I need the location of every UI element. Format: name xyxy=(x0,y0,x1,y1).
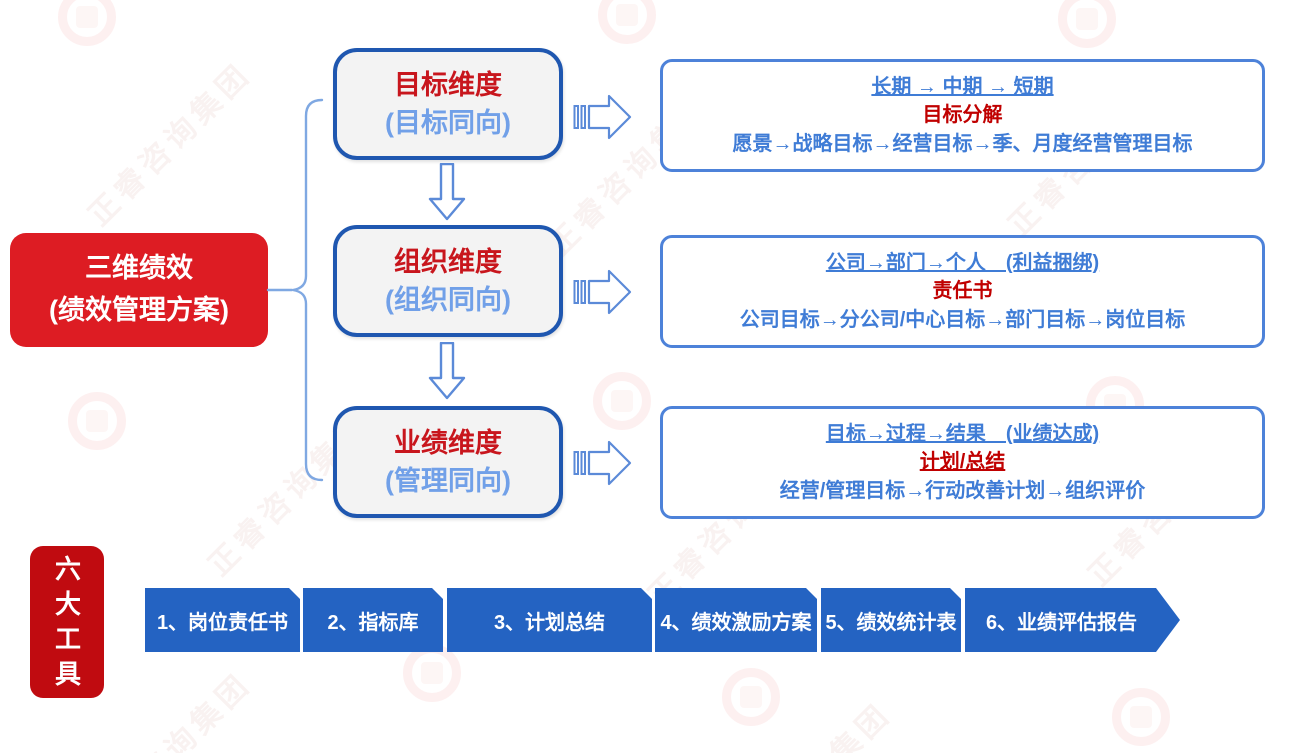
right-arrow-icon xyxy=(573,94,632,140)
tool-item-indicator-library: 2、指标库 xyxy=(303,588,443,652)
down-arrow-icon xyxy=(428,163,466,221)
right-arrow-icon xyxy=(573,440,632,486)
root-box-title: 三维绩效 xyxy=(85,253,193,284)
detail-chain: 公司→部门→个人 (利益捆绑) xyxy=(825,251,1100,274)
watermark-text: 正睿咨询集团 xyxy=(716,690,900,753)
brace-connector xyxy=(266,98,324,482)
detail-keyword: 责任书 xyxy=(932,280,993,303)
tool-item-responsibility-book: 1、岗位责任书 xyxy=(145,588,300,652)
tool-item-incentive-plan: 4、绩效激励方案 xyxy=(655,588,817,652)
six-tools-label: 六大工具 xyxy=(30,546,104,698)
right-arrow-icon xyxy=(573,269,632,315)
root-box-three-dimension-performance: 三维绩效 (绩效管理方案) xyxy=(10,233,268,347)
down-arrow-icon xyxy=(428,342,466,400)
dimension-box-goal: 目标维度 (目标同向) xyxy=(333,48,563,160)
dimension-title: 目标维度 xyxy=(394,69,502,100)
detail-box-organization: 公司→部门→个人 (利益捆绑) 责任书 公司目标→分公司/中心目标→部门目标→岗… xyxy=(660,235,1265,348)
dimension-box-organization: 组织维度 (组织同向) xyxy=(333,225,563,337)
detail-chain: 目标→过程→结果 (业绩达成) xyxy=(825,422,1100,445)
detail-keyword: 目标分解 xyxy=(922,104,1003,127)
watermark-logo xyxy=(403,644,461,702)
dimension-title: 业绩维度 xyxy=(394,427,502,458)
detail-flow: 公司目标→分公司/中心目标→部门目标→岗位目标 xyxy=(739,308,1186,331)
watermark-logo xyxy=(593,372,651,430)
watermark-logo xyxy=(1058,0,1116,48)
dimension-subtitle: (管理同向) xyxy=(385,466,511,496)
detail-box-goal: 长期 → 中期 → 短期 目标分解 愿景→战略目标→经营目标→季、月度经营管理目… xyxy=(660,59,1265,172)
detail-chain: 长期 → 中期 → 短期 xyxy=(871,75,1054,98)
dimension-title: 组织维度 xyxy=(394,246,502,277)
watermark-text: 正睿咨询集团 xyxy=(82,56,259,233)
dimension-subtitle: (目标同向) xyxy=(385,108,511,138)
watermark-logo xyxy=(68,392,126,450)
tool-item-statistics-table: 5、绩效统计表 xyxy=(821,588,961,652)
dimension-box-performance: 业绩维度 (管理同向) xyxy=(333,406,563,518)
watermark-logo xyxy=(598,0,656,44)
tool-item-evaluation-report: 6、业绩评估报告 xyxy=(965,588,1180,652)
detail-flow: 经营/管理目标→行动改善计划→组织评价 xyxy=(779,479,1146,502)
watermark-logo xyxy=(1112,688,1170,746)
watermark-logo xyxy=(722,668,780,726)
detail-keyword: 计划/总结 xyxy=(919,451,1006,474)
detail-flow: 愿景→战略目标→经营目标→季、月度经营管理目标 xyxy=(732,132,1193,155)
watermark-logo xyxy=(58,0,116,46)
dimension-subtitle: (组织同向) xyxy=(385,285,511,315)
detail-box-performance: 目标→过程→结果 (业绩达成) 计划/总结 经营/管理目标→行动改善计划→组织评… xyxy=(660,406,1265,519)
tool-item-plan-summary: 3、计划总结 xyxy=(447,588,652,652)
root-box-subtitle: (绩效管理方案) xyxy=(49,295,229,325)
